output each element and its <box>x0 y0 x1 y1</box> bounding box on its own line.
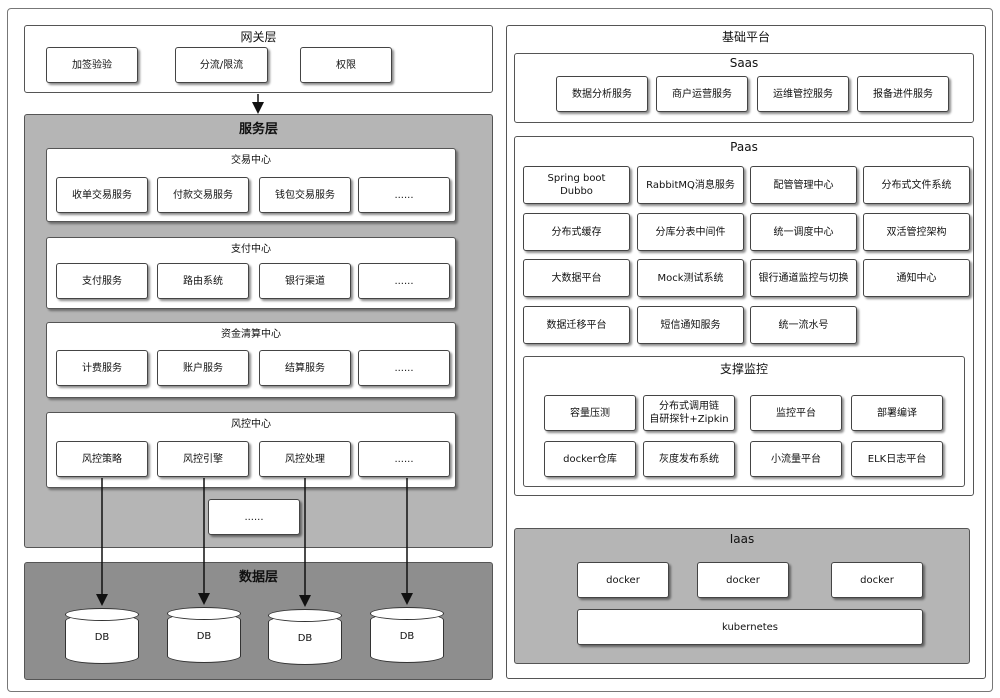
saas-item: 报备进件服务 <box>857 76 949 112</box>
gateway-title: 网关层 <box>240 30 277 44</box>
paas-item: 大数据平台 <box>523 259 630 297</box>
saas-item: 运维管控服务 <box>757 76 849 112</box>
db-label: DB <box>399 631 415 642</box>
data-layer-title: 数据层 <box>238 570 278 585</box>
service-item: 风控引擎 <box>157 441 249 477</box>
support-title: 支撑监控 <box>719 362 768 376</box>
saas-title: Saas <box>729 56 759 70</box>
paas-item: 短信通知服务 <box>637 306 744 344</box>
service-item: 收单交易服务 <box>56 177 148 213</box>
group-title: 交易中心 <box>231 155 271 166</box>
service-item: 钱包交易服务 <box>259 177 351 213</box>
service-title: 服务层 <box>238 122 278 137</box>
paas-item: 分布式文件系统 <box>863 166 970 204</box>
iaas-docker: docker <box>831 562 923 598</box>
paas-item: 数据迁移平台 <box>523 306 630 344</box>
service-item: 结算服务 <box>259 350 351 386</box>
db-cylinder: DB <box>65 608 139 664</box>
iaas-title: Iaas <box>729 532 755 546</box>
iaas-kubernetes: kubernetes <box>577 609 923 645</box>
support-item: docker仓库 <box>544 441 636 477</box>
support-item: 分布式调用链 自研探针+Zipkin <box>643 395 735 431</box>
paas-item: 双活管控架构 <box>863 213 970 251</box>
paas-title: Paas <box>730 140 758 154</box>
iaas-docker: docker <box>697 562 789 598</box>
paas-item: 银行通道监控与切换 <box>750 259 857 297</box>
paas-item: 通知中心 <box>863 259 970 297</box>
support-item: ELK日志平台 <box>851 441 943 477</box>
group-title: 资金清算中心 <box>221 329 281 340</box>
gateway-item-traffic-limit: 分流/限流 <box>175 47 268 83</box>
paas-item: 分布式缓存 <box>523 213 630 251</box>
support-item: 容量压测 <box>544 395 636 431</box>
service-item: ...... <box>358 441 450 477</box>
paas-item: 配管管理中心 <box>750 166 857 204</box>
paas-item: 统一调度中心 <box>750 213 857 251</box>
service-item: ...... <box>358 177 450 213</box>
paas-item: Spring boot Dubbo <box>523 166 630 204</box>
service-item: ...... <box>358 350 450 386</box>
saas-item: 商户运营服务 <box>656 76 748 112</box>
paas-item: 统一流水号 <box>750 306 857 344</box>
db-cylinder: DB <box>268 609 342 665</box>
service-item: 路由系统 <box>157 263 249 299</box>
db-label: DB <box>196 631 212 642</box>
service-item: 银行渠道 <box>259 263 351 299</box>
support-item: 监控平台 <box>750 395 842 431</box>
group-title: 风控中心 <box>231 419 271 430</box>
support-item: 灰度发布系统 <box>643 441 735 477</box>
service-item: 付款交易服务 <box>157 177 249 213</box>
support-item: 部署编译 <box>851 395 943 431</box>
gateway-item-permission: 权限 <box>300 47 392 83</box>
gateway-item-signature: 加签验验 <box>46 47 138 83</box>
service-item: 账户服务 <box>157 350 249 386</box>
db-cylinder: DB <box>370 607 444 663</box>
platform-title: 基础平台 <box>721 30 770 44</box>
db-cylinder: DB <box>167 607 241 663</box>
service-item: 支付服务 <box>56 263 148 299</box>
paas-item: Mock测试系统 <box>637 259 744 297</box>
service-item: 风控策略 <box>56 441 148 477</box>
iaas-docker: docker <box>577 562 669 598</box>
support-item: 小流量平台 <box>750 441 842 477</box>
db-label: DB <box>297 633 313 644</box>
db-label: DB <box>94 632 110 643</box>
service-item: 计费服务 <box>56 350 148 386</box>
service-item: ...... <box>358 263 450 299</box>
group-title: 支付中心 <box>231 244 271 255</box>
service-item: 风控处理 <box>259 441 351 477</box>
paas-item: RabbitMQ消息服务 <box>637 166 744 204</box>
paas-item: 分库分表中间件 <box>637 213 744 251</box>
saas-item: 数据分析服务 <box>556 76 648 112</box>
service-more: ...... <box>208 499 300 535</box>
